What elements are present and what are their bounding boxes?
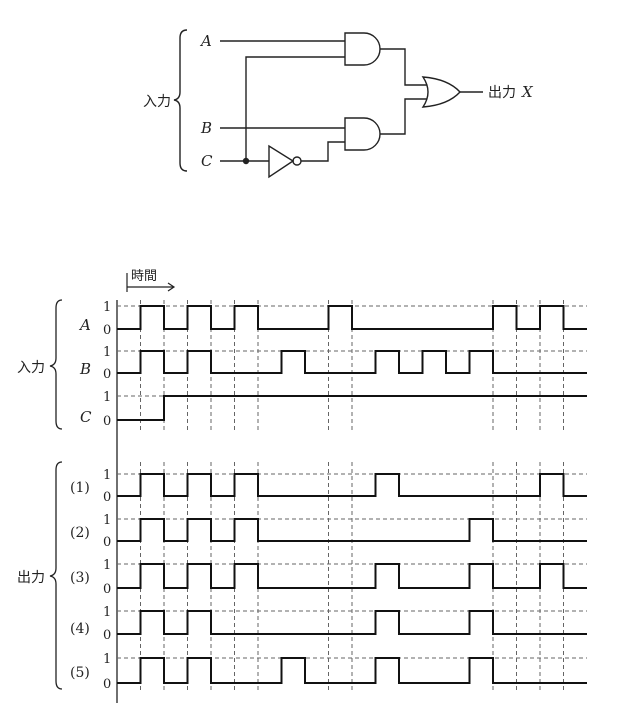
- level-high-label: 1: [103, 652, 111, 667]
- timing-chart: 時間 入力 出力 10A10B10C10(1)10(2)10(3)10(4)10…: [17, 269, 587, 703]
- level-low-label: 0: [103, 367, 111, 382]
- input-c-label: C: [201, 152, 213, 170]
- answer-choice-row: 1 0 (1): [70, 468, 587, 505]
- level-low-label: 0: [103, 535, 111, 550]
- answer-choice-row: 1 0 (2): [70, 513, 587, 550]
- time-arrow: [127, 282, 176, 292]
- level-high-label: 1: [103, 345, 111, 360]
- answer-choice-waveform: [117, 610, 587, 635]
- wire-and2-to-or: [380, 98, 427, 135]
- input-b-label: B: [200, 119, 212, 137]
- wire-not-to-and2: [301, 141, 345, 162]
- answer-choice-waveform: [117, 473, 587, 497]
- input-signal-row: 1 0A: [78, 300, 587, 338]
- level-high-label: 1: [103, 390, 111, 405]
- circuit-input-brace: [173, 29, 188, 172]
- input-signal-row: 1 0C: [80, 390, 587, 429]
- wire-and1-to-or: [380, 48, 427, 86]
- answer-choice-label: (3): [70, 570, 90, 586]
- level-low-label: 0: [103, 414, 111, 429]
- input-signal-waveform: [117, 305, 587, 330]
- circuit-labels: A B C 入力 出力 X: [143, 32, 534, 170]
- timing-outputs-label: 出力: [17, 570, 45, 586]
- level-low-label: 0: [103, 323, 111, 338]
- level-high-label: 1: [103, 605, 111, 620]
- or-gate: [421, 76, 461, 108]
- wire-c-to-and1: [245, 56, 345, 161]
- circuit-output-label: 出力: [488, 85, 516, 101]
- input-signal-waveform: [117, 395, 587, 421]
- input-a-label: A: [199, 32, 212, 50]
- and-gate-2: [344, 117, 381, 151]
- answer-choice-row: 1 0 (5): [70, 652, 587, 692]
- and-gate-1: [344, 32, 381, 66]
- circuit-inputs-label: 入力: [143, 94, 171, 110]
- input-signal-row: 1 0B: [79, 345, 587, 382]
- level-low-label: 0: [103, 582, 111, 597]
- level-high-label: 1: [103, 513, 111, 528]
- junction-dot: [242, 157, 250, 165]
- level-low-label: 0: [103, 677, 111, 692]
- input-signal-label: C: [80, 408, 92, 426]
- timing-inputs-label: 入力: [17, 360, 45, 376]
- answer-choice-waveform: [117, 518, 587, 542]
- not-gate: [268, 144, 295, 179]
- time-label: 時間: [131, 269, 157, 284]
- answer-choice-label: (5): [70, 665, 90, 681]
- level-low-label: 0: [103, 490, 111, 505]
- answer-choice-label: (1): [70, 480, 90, 496]
- input-signal-waveform: [117, 350, 587, 374]
- logic-circuit: [173, 29, 483, 179]
- level-high-label: 1: [103, 300, 111, 315]
- level-high-label: 1: [103, 468, 111, 483]
- output-brace: [49, 461, 63, 690]
- level-high-label: 1: [103, 558, 111, 573]
- level-low-label: 0: [103, 628, 111, 643]
- answer-choice-waveform: [117, 563, 587, 589]
- answer-choice-waveform: [117, 657, 587, 684]
- input-signal-label: A: [78, 316, 91, 334]
- input-brace: [49, 299, 63, 430]
- answer-choice-label: (2): [70, 525, 90, 541]
- answer-choice-row: 1 0 (4): [70, 605, 587, 643]
- circuit-output-var: X: [521, 83, 534, 101]
- answer-choice-row: 1 0 (3): [70, 558, 587, 597]
- input-signal-label: B: [79, 360, 91, 378]
- answer-choice-label: (4): [70, 621, 90, 637]
